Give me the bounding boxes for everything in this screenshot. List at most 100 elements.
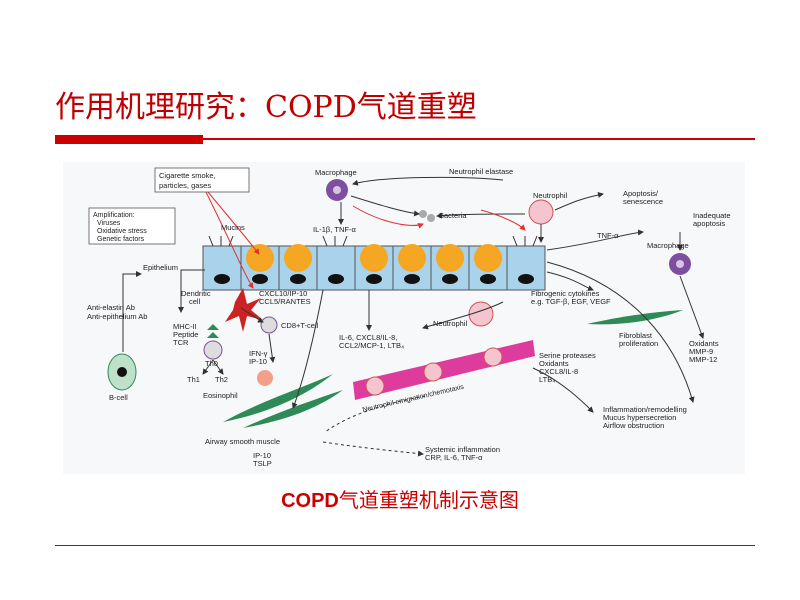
neutrophil-elastase-label: Neutrophil elastase [449,167,513,176]
slide-title: 作用机理研究：COPD气道重塑 [55,90,477,125]
serine-cxcl8-label: CXCL8/IL-8 [539,367,578,376]
ifn-label: IFN-γ [249,349,268,358]
ip10-label: IP-10 [249,357,267,366]
ccl5-label: CCL5/RANTES [259,297,311,306]
cxcl10-label: CXCL10/IP-10 [259,289,307,298]
fibrogenic-label: Fibrogenic cytokines [531,289,600,298]
mucins-label: Mucins [221,223,245,232]
goblet-cell [284,244,312,272]
svg-text:Cigarette smoke,particles, gas: Cigarette smoke,particles, gases [159,171,216,190]
title-accent-bar [55,135,203,144]
bacteria-icon [427,214,435,222]
mhc-label: MHC-II [173,322,197,331]
asm-label: Airway smooth muscle [205,437,280,446]
footer-rule [55,545,755,546]
inflammation-label: Inflammation/remodelling [603,405,687,414]
amplification-viruses: Viruses [97,220,121,227]
anti-elastin-label: Anti-elastin Ab [87,303,135,312]
smoke-arrows [202,185,526,289]
eosinophil-label: Eosinophil [203,391,238,400]
svg-text:IFN-γIP-10: IFN-γIP-10 [249,349,268,366]
macrophage-right-label: Macrophage [647,241,689,250]
il6-label: IL-6, CXCL8/IL-8, [339,333,397,342]
cd8-cell [260,316,278,334]
neutrophil-label-top: Neutrophil [533,191,568,200]
systemic-label: Systemic inflammation [425,445,500,454]
mmp9-label: MMP-9 [689,347,713,356]
crp-label: CRP, IL-6, TNF-α [425,453,483,462]
neutrophil-cell [528,199,554,225]
inadequate-label: Inadequate [693,211,731,220]
dendritic-label-1: Dendritic [181,289,211,298]
goblet-cell [436,244,464,272]
epithelium-label: Epithelium [143,263,178,272]
oxidants-right-label: Oxidants [689,339,719,348]
neutrophil-cell [468,301,494,327]
il1-label: IL-1β, TNF-α [313,225,356,234]
mhc-tcr-icon [207,324,219,338]
macrophage-label: Macrophage [315,168,357,177]
proliferation-label: proliferation [619,339,658,348]
svg-text:IL-6, CXCL8/IL-8,CCL2/MCP-1, L: IL-6, CXCL8/IL-8,CCL2/MCP-1, LTB₄ [339,333,404,350]
amplification-genetic: Genetic factors [97,236,145,243]
title-rule [55,138,755,140]
airflow-label: Airflow obstruction [603,421,664,430]
copd-mechanism-diagram: Cigarette smoke,particles, gases Amplifi… [63,162,745,474]
tnf-label: TNF-α [597,231,619,240]
smoke-label-1: Cigarette smoke, [159,171,216,180]
svg-text:Apoptosis/senescence: Apoptosis/senescence [623,189,663,206]
eosinophil-cell [257,370,273,386]
smooth-muscle-icon [223,374,333,422]
inadequate-apoptosis-label: apoptosis [693,219,725,228]
apoptosis-label: Apoptosis/ [623,189,659,198]
smoke-box [154,167,250,193]
il10-label: IP-10 [253,451,271,460]
bacteria-icon [419,210,427,218]
th0-label: Th0 [205,359,218,368]
figure-caption: COPD气道重塑机制示意图 [0,484,800,513]
caption-copd: COPD [281,490,339,512]
tgf-label: e.g. TGF-β, EGF, VEGF [531,297,611,306]
tcr-label: TCR [173,338,189,347]
serine-oxidants-label: Oxidants [539,359,569,368]
th1-label: Th1 [187,375,200,384]
anti-epithelium-label: Anti-epithelium Ab [87,312,147,321]
fibroblast-icon [587,310,683,325]
serine-label: Serine proteases [539,351,596,360]
pathway-arrows [122,176,705,457]
smoke-label-2: particles, gases [159,181,211,190]
amplification-box [88,207,176,245]
th2-label: Th2 [215,375,228,384]
ccl2-label: CCL2/MCP-1, LTB₄ [339,341,404,350]
amplification-oxidative: Oxidative stress [97,228,147,235]
bcell-label: B-cell [109,393,128,402]
peptide-label: Peptide [173,330,198,339]
tslp-label: TSLP [253,459,272,468]
amplification-label: Amplification: [93,212,135,219]
goblet-cell [360,244,388,272]
neutrophil-label-mid: Neutrophil [433,319,468,328]
goblet-cell [246,244,274,272]
mmp12-label: MMP-12 [689,355,717,364]
serine-ltb4-label: LTB₄ [539,375,555,384]
cd8-label: CD8+T-cell [281,321,319,330]
fibroblast-label: Fibroblast [619,331,653,340]
goblet-cell [474,244,502,272]
dendritic-label-2: cell [189,297,201,306]
epithelium-layer [202,235,546,291]
bacteria-label: Bacteria [439,211,467,220]
caption-text: 气道重塑机制示意图 [338,488,519,512]
th0-cell [203,340,223,360]
